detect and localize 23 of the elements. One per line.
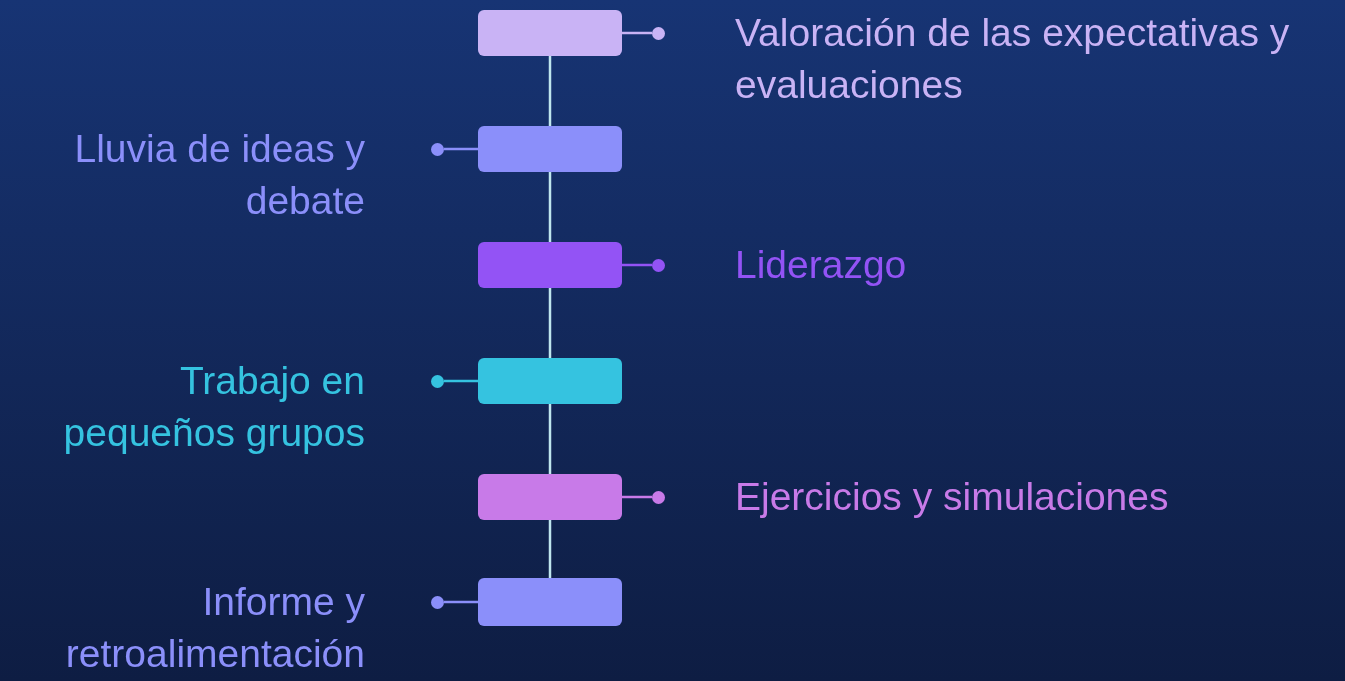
timeline-line (548, 288, 552, 358)
timeline-line (548, 404, 552, 474)
connector-line (444, 147, 478, 151)
step-box (478, 242, 622, 288)
connector-line (622, 495, 652, 499)
step-box (478, 358, 622, 404)
step-label: Trabajo en pequeños grupos (62, 358, 365, 456)
connector-line (622, 263, 652, 267)
timeline-line (548, 56, 552, 126)
connector-line (622, 31, 652, 35)
timeline-line (548, 172, 552, 242)
connector-line (444, 379, 478, 383)
step-label: Lluvia de ideas y debate (73, 126, 365, 224)
step-box (478, 474, 622, 520)
step-label: Valoración de las expectativas y evaluaciones (735, 10, 1291, 108)
step-box (478, 126, 622, 172)
step-label: Informe y retroalimentación (64, 579, 365, 677)
step-box (478, 578, 622, 626)
step-label: Liderazgo (735, 242, 908, 288)
step-box (478, 10, 622, 56)
connector-line (444, 600, 478, 604)
timeline-line (548, 520, 552, 578)
step-label: Ejercicios y simulaciones (735, 474, 1170, 520)
